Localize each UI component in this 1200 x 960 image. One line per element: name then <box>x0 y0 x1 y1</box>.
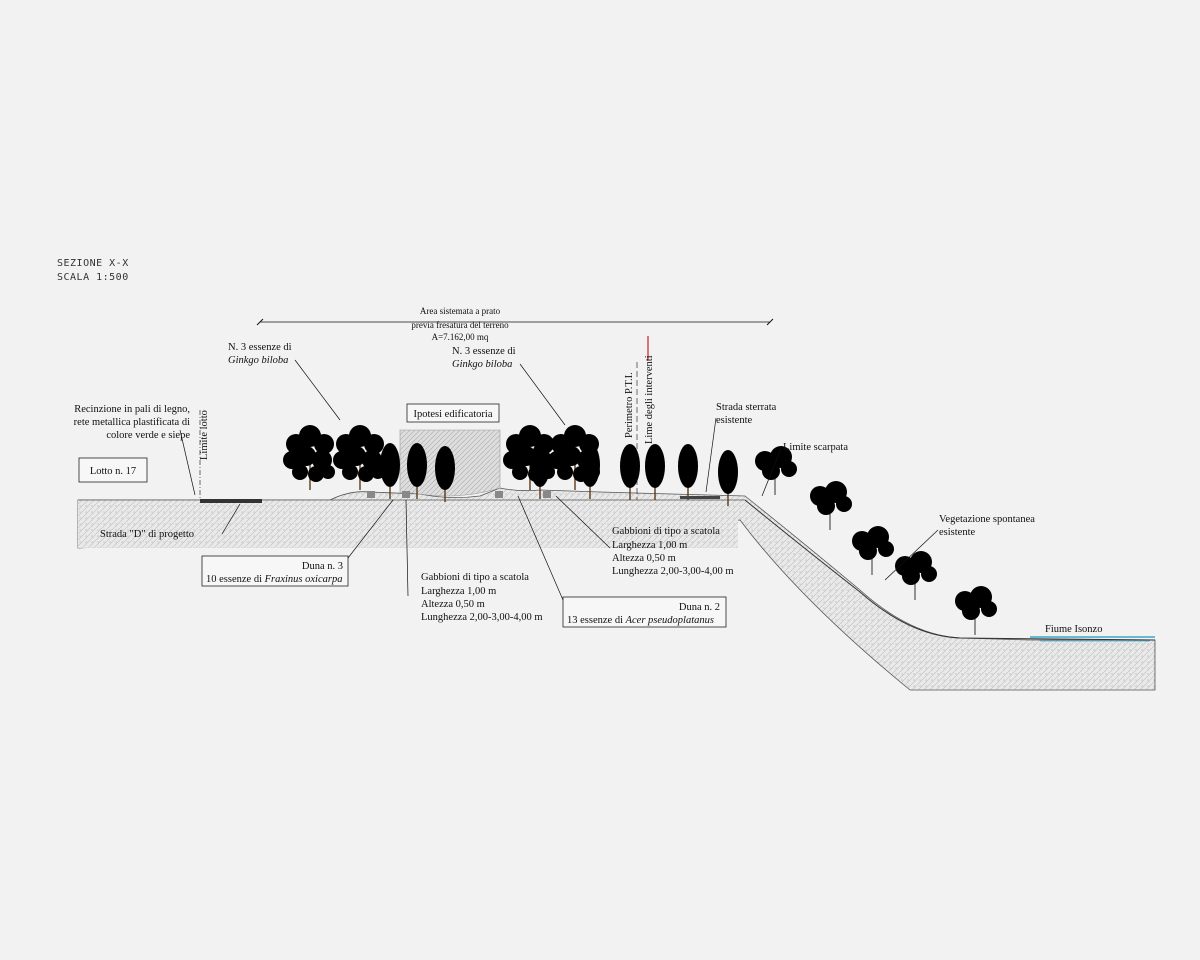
strada-sterrata-label-1: Strada sterrata <box>716 402 777 413</box>
ginkgo-right-label-2: Ginkgo biloba <box>452 359 512 370</box>
gabbione-2 <box>402 491 410 498</box>
area-label-2: previa fresatura del terreno <box>411 320 509 330</box>
lotto-label: Lotto n. 17 <box>90 466 136 477</box>
duna2-label-2: 13 essenze di Acer pseudoplatanus <box>567 615 714 626</box>
ginkgo-left-leader <box>294 359 341 421</box>
lotto-box <box>78 457 148 483</box>
gabbioni-left-leader <box>405 499 409 597</box>
escarpment-line <box>744 499 1156 641</box>
section-scale: SCALA 1:500 <box>57 272 129 283</box>
area-label-1: Area sistemata a prato <box>420 306 501 316</box>
strada-d-label: Strada "D" di progetto <box>100 529 194 540</box>
ginkgo-trees-left <box>282 424 386 491</box>
gabbioni-right-3: Altezza 0,50 m <box>612 553 676 564</box>
recinzione-label-3: colore verde e siepe <box>106 430 190 441</box>
ipotesi-box <box>406 403 500 423</box>
gabbioni-right-leader <box>555 495 611 549</box>
gabbioni-right-1: Gabbioni di tipo a scatola <box>612 526 720 537</box>
duna3-box <box>201 555 349 587</box>
ginkgo-right-label-1: N. 3 essenze di <box>452 346 516 357</box>
limite-lotto-label: Limite lotto <box>199 410 210 460</box>
duna2-label-2a: 13 essenze di <box>567 615 626 626</box>
vegetazione-label-2: esistente <box>939 527 975 538</box>
recinzione-leader <box>179 429 196 496</box>
gabbioni-left-2: Larghezza 1,00 m <box>421 586 496 597</box>
gabbioni-left-4: Lunghezza 2,00-3,00-4,00 m <box>421 612 543 623</box>
duna2-leader <box>517 495 564 601</box>
gabbioni-right-2: Larghezza 1,00 m <box>612 540 687 551</box>
ground-fill <box>78 500 738 548</box>
vegetazione-label-1: Vegetazione spontanea <box>939 514 1035 525</box>
area-label-3: A=7.162,00 mq <box>432 332 489 342</box>
gabbione-4 <box>543 491 551 498</box>
strada-d-leader <box>221 503 241 535</box>
ginkgo-left-label-2: Ginkgo biloba <box>228 355 288 366</box>
limite-scarpata-label: Limite scarpata <box>783 442 848 453</box>
duna2-label-1: Duna n. 2 <box>679 602 720 613</box>
duna3-label-2: 10 essenze di Fraxinus oxicarpa <box>206 574 342 585</box>
fiume-label: Fiume Isonzo <box>1045 624 1102 635</box>
recinzione-label-2: rete metallica plastificata di <box>74 417 190 428</box>
strada-sterrata-label-2: esistente <box>716 415 752 426</box>
gabbioni-right-4: Lunghezza 2,00-3,00-4,00 m <box>612 566 734 577</box>
limite-scarpata-leader <box>761 445 783 497</box>
limite-interventi-label: Lime degli interventi <box>644 355 655 444</box>
strada-sterrata-leader <box>705 417 717 493</box>
strada-d-road <box>200 499 262 503</box>
gabbione-1 <box>367 491 375 498</box>
ground-profile <box>77 487 1156 691</box>
duna2-label-2b: Acer pseudoplatanus <box>625 615 714 626</box>
section-title: SEZIONE X-X <box>57 258 129 269</box>
recinzione-label-1: Recinzione in pali di legno, <box>74 404 190 415</box>
duna3-label-2a: 10 essenze di <box>206 574 265 585</box>
duna2-box <box>562 596 727 628</box>
perimetro-label: Perimetro P.T.I. <box>624 372 635 438</box>
ginkgo-right-leader <box>519 363 566 426</box>
strada-sterrata-road <box>680 496 720 499</box>
gabbioni-left-3: Altezza 0,50 m <box>421 599 485 610</box>
gabbioni-left-1: Gabbioni di tipo a scatola <box>421 572 529 583</box>
ipotesi-label: Ipotesi edificatoria <box>413 409 492 420</box>
ginkgo-left-label-1: N. 3 essenze di <box>228 342 292 353</box>
gabbione-3 <box>495 491 503 498</box>
duna3-label-2b: Fraxinus oxicarpa <box>264 574 343 585</box>
vegetazione-leader <box>884 529 939 581</box>
duna3-leader <box>347 499 394 559</box>
duna3-label-1: Duna n. 3 <box>302 561 343 572</box>
